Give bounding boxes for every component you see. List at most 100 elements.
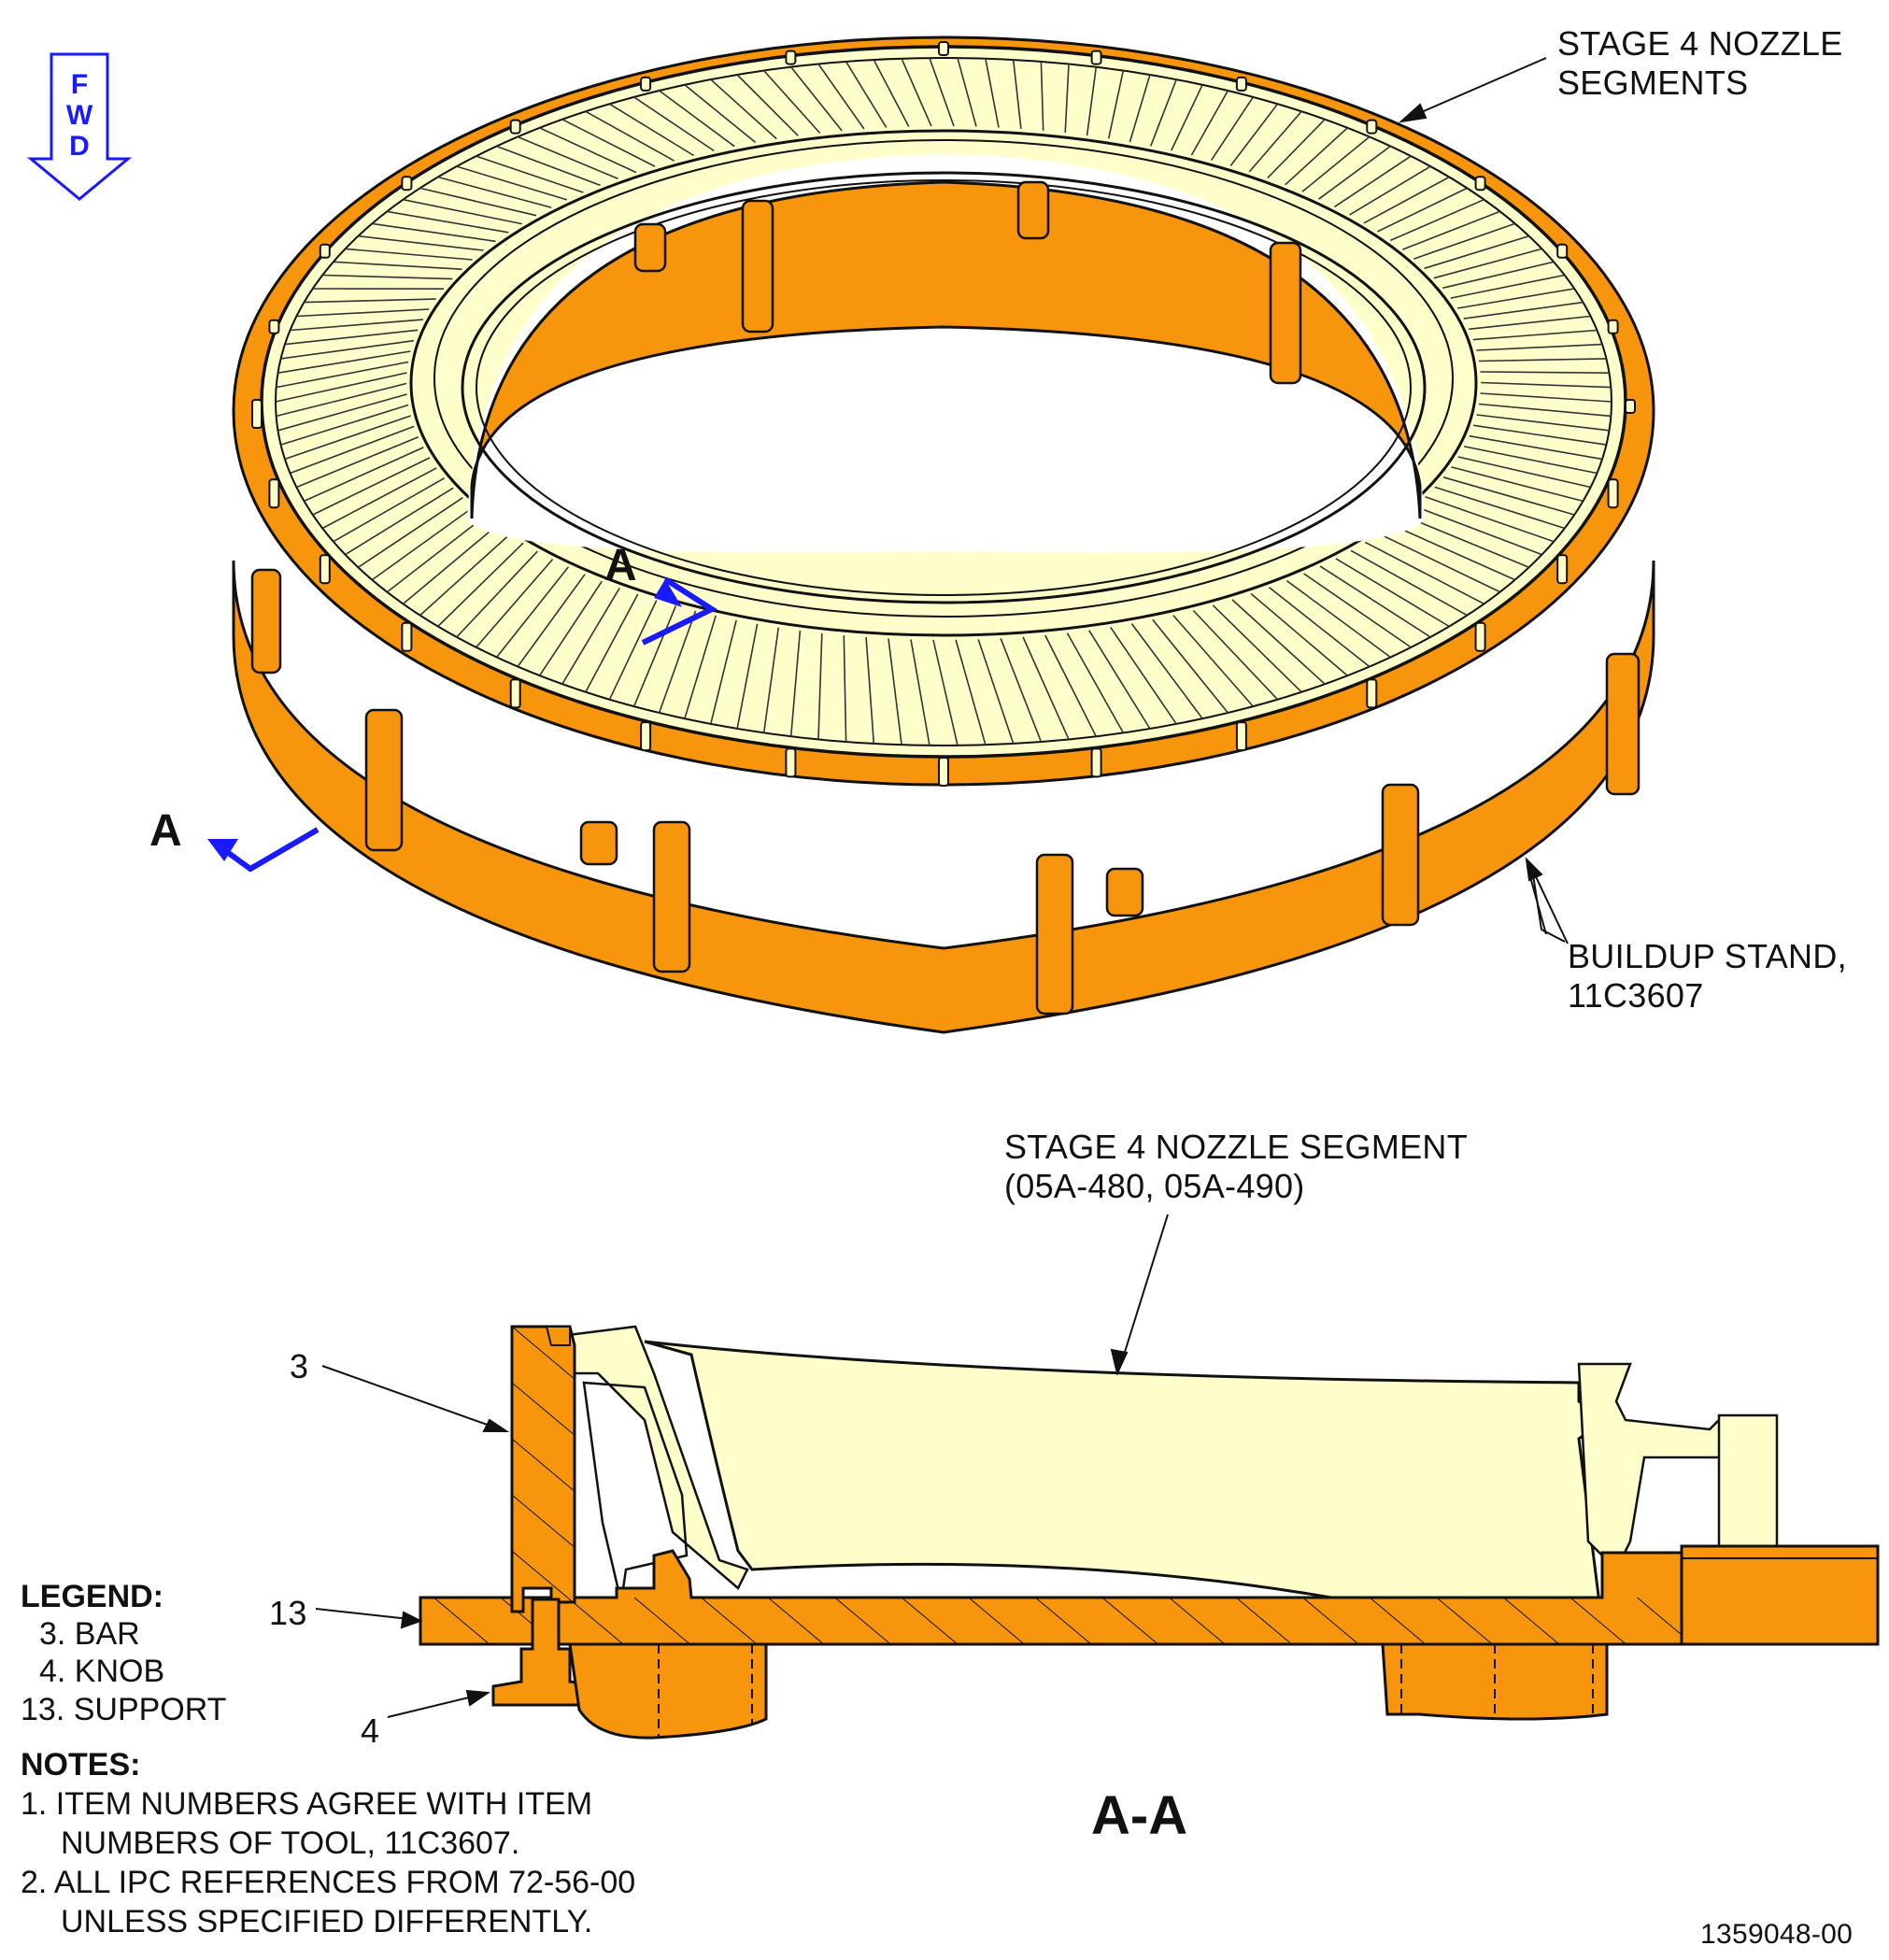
- rim-bolt: [938, 757, 949, 787]
- nozzle-vane: [1480, 392, 1612, 403]
- rim-bolt: [1090, 50, 1102, 65]
- nozzle-vane: [1110, 626, 1177, 725]
- nozzle-vane: [1442, 261, 1555, 290]
- rim-bolt: [1090, 747, 1102, 778]
- nozzle-vane: [1064, 64, 1070, 134]
- nozzle-vane: [1012, 59, 1022, 129]
- nozzle-vane: [762, 627, 780, 733]
- fwd-letter-f: F: [71, 69, 88, 100]
- note-line: 2. ALL IPC REFERENCES FROM 72-56-00: [21, 1865, 636, 1900]
- nozzle-vane: [633, 96, 715, 152]
- nozzle-vane: [290, 319, 423, 332]
- nozzle-vane: [1318, 145, 1391, 200]
- nozzle-vane: [1319, 565, 1431, 638]
- fwd-letter-w: W: [66, 100, 93, 131]
- nozzle-vane: [1469, 315, 1591, 331]
- nozzle-vane: [985, 58, 1000, 128]
- nozzle-vane: [977, 639, 1015, 745]
- nozzle-vane: [539, 580, 603, 676]
- nozzle-vane: [609, 103, 695, 157]
- nozzle-vane: [888, 638, 902, 746]
- nozzle-vane: [284, 329, 419, 346]
- nozzle-vane: [1414, 505, 1542, 556]
- rim-bolt: [640, 721, 652, 752]
- rim-bolt: [1474, 176, 1486, 192]
- rim-bolt: [1607, 478, 1619, 509]
- nozzle-vane: [1000, 638, 1043, 743]
- nozzle-vane: [1433, 248, 1542, 279]
- callout-line: 11C3607: [1568, 976, 1704, 1015]
- nozzle-vane: [333, 477, 446, 543]
- nozzle-vane: [932, 639, 959, 746]
- nozzle-vane: [276, 361, 409, 389]
- nozzle-vane: [1442, 476, 1575, 516]
- rim-bolt: [319, 243, 331, 259]
- nozzle-vane: [277, 393, 407, 432]
- nozzle-vane: [517, 135, 618, 180]
- nozzle-vane: [1171, 84, 1203, 151]
- nozzle-vane: [372, 222, 496, 243]
- rim-bolt: [509, 119, 521, 135]
- legend-item: 4. KNOB: [39, 1654, 165, 1689]
- nozzle-vane: [304, 298, 436, 304]
- nozzle-vane: [1377, 187, 1468, 233]
- nozzle-vane: [1464, 446, 1598, 475]
- nozzle-vane: [1389, 198, 1484, 242]
- section-marker-upper: [641, 576, 718, 646]
- legend-title: LEGEND:: [21, 1579, 163, 1614]
- nozzle-vane: [1267, 119, 1326, 179]
- nozzle-vane: [357, 497, 463, 568]
- callout-stage4-segments: STAGE 4 NOZZLE SEGMENTS: [1557, 24, 1843, 103]
- nozzle-vane: [1172, 615, 1254, 707]
- nozzle-vane: [296, 308, 430, 318]
- nozzle-vane: [1480, 371, 1610, 374]
- nozzle-vane: [1450, 274, 1565, 299]
- fwd-arrow-icon: F W D: [26, 52, 133, 201]
- callout-line: SEGMENTS: [1557, 64, 1749, 102]
- nozzle-vane: [476, 559, 554, 648]
- callout-line: STAGE 4 NOZZLE SEGMENT: [1004, 1128, 1469, 1166]
- rim-bolt: [1366, 678, 1378, 709]
- rim-bolt: [1625, 399, 1636, 414]
- nozzle-vane: [517, 574, 586, 667]
- nozzle-vane: [1066, 632, 1124, 733]
- nozzle-vane: [1335, 558, 1450, 628]
- nozzle-vane: [496, 145, 601, 187]
- nozzle-vane: [957, 57, 977, 127]
- nozzle-vane: [296, 435, 419, 489]
- nozzle-vane: [387, 210, 509, 234]
- nozzle-vane: [1451, 466, 1584, 503]
- nozzle-vane: [1478, 358, 1607, 362]
- legend-item: 3. BAR: [39, 1616, 140, 1652]
- nozzle-vane: [1040, 61, 1044, 131]
- nozzle-vane: [539, 127, 637, 174]
- nozzle-vane: [1285, 579, 1391, 659]
- nozzle-vane: [1402, 210, 1500, 250]
- nozzle-vane: [684, 84, 757, 144]
- nozzle-vane: [1250, 592, 1348, 676]
- nozzle-vane: [1476, 414, 1610, 432]
- nozzle-vane: [333, 261, 462, 270]
- nozzle-vane: [1212, 604, 1302, 693]
- nozzle-vane: [456, 165, 568, 201]
- nozzle-vane: [585, 593, 639, 693]
- rim-bolt: [1556, 554, 1569, 585]
- nozzle-vane: [873, 59, 910, 127]
- note-line: 1. ITEM NUMBERS AGREE WITH ITEM: [21, 1786, 593, 1822]
- rim-bolt: [251, 399, 263, 429]
- nozzle-vane: [1472, 329, 1598, 341]
- nozzle-vane: [955, 639, 987, 746]
- rim-bolt: [1474, 621, 1486, 652]
- nozzle-vane: [763, 70, 821, 134]
- nozzle-vane: [403, 198, 522, 225]
- note-line: UNLESS SPECIFIED DIFFERENTLY.: [61, 1904, 593, 1939]
- nozzle-vane: [736, 74, 799, 136]
- nozzle-vane: [1391, 523, 1515, 581]
- nozzle-vane: [1469, 434, 1603, 461]
- nozzle-vane: [403, 524, 498, 604]
- nozzle-vane: [1424, 234, 1529, 270]
- rim-bolt: [509, 678, 521, 709]
- rim-bolt: [319, 554, 331, 585]
- nozzle-vane: [275, 372, 407, 403]
